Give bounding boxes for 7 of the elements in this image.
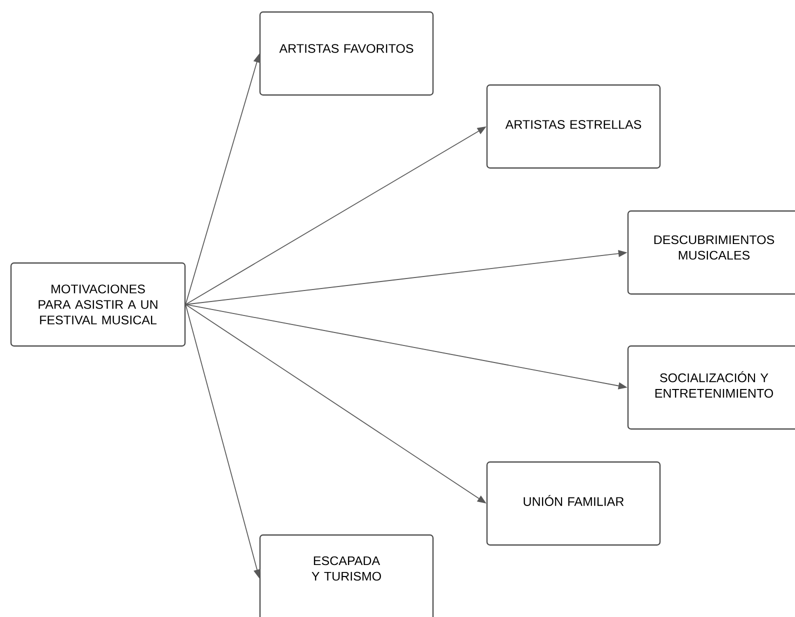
process-box: SOCIALIZACIÓN Y ENTRETENIMIENTO bbox=[627, 345, 795, 430]
process-box: ARTISTAS ESTRELLAS bbox=[486, 84, 661, 169]
process-box: ESCAPADA Y TURISMO bbox=[259, 534, 434, 617]
process-box: UNIÓN FAMILIAR bbox=[486, 461, 661, 546]
process-box: MOTIVACIONES PARA ASISTIR A UN FESTIVAL MUSICAL bbox=[10, 262, 186, 347]
process-box: ARTISTAS FAVORITOS bbox=[259, 11, 434, 96]
process-box: DESCUBRIMIENTOS MUSICALES bbox=[627, 210, 795, 295]
